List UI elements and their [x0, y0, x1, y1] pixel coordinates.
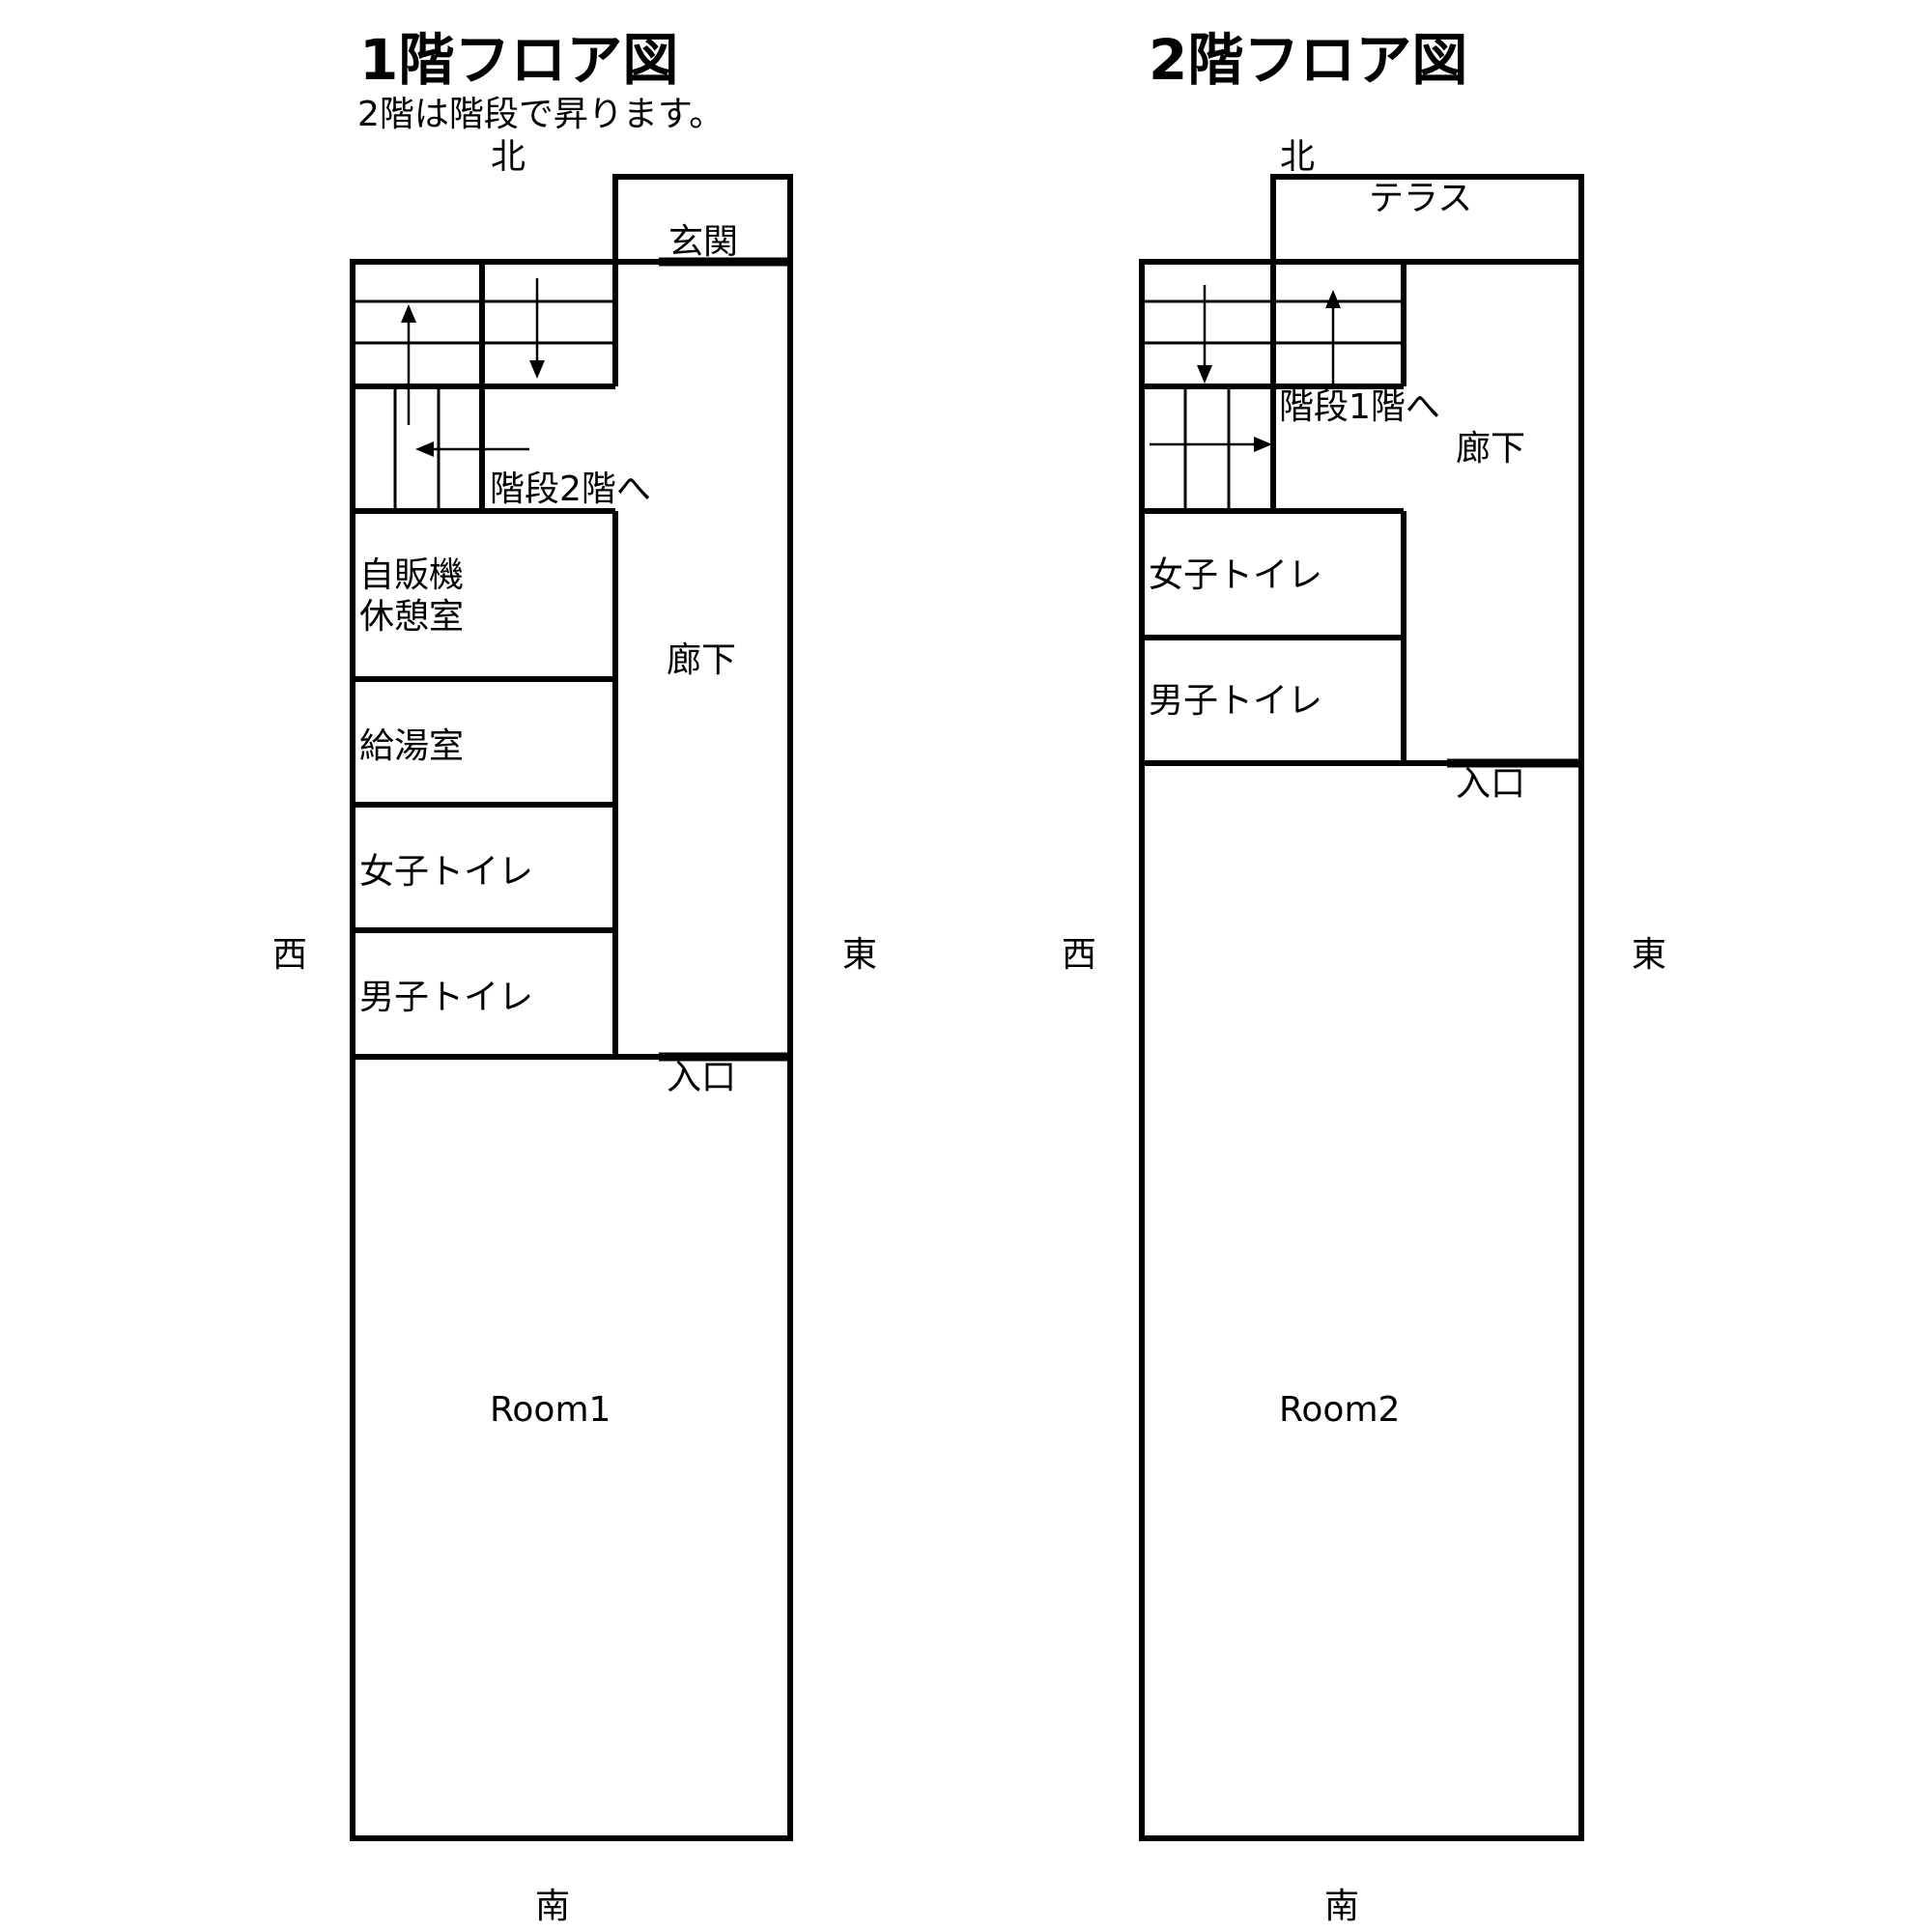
floor2-room-label: Room2 — [1279, 1390, 1400, 1430]
floor2-mens-toilet-label: 男子トイレ — [1149, 681, 1322, 721]
floor1-title: 1階フロア図 — [359, 27, 678, 93]
floor2-stair-treads — [1142, 299, 1404, 511]
floor1-vending-label-1: 自販機 — [359, 555, 464, 595]
floor1-subtitle: 2階は階段で昇ります。 — [357, 95, 724, 134]
floor1-entrance-hall-label: 玄関 — [668, 222, 738, 262]
floor1-stairs-label: 階段2階へ — [490, 469, 651, 509]
floor2-plan: 2階フロア図 北 西 東 南 テラス 階段1階へ — [1062, 27, 1666, 1926]
floor1-womens-toilet-label: 女子トイレ — [359, 852, 533, 892]
floor1-plan: 1階フロア図 2階は階段で昇ります。 北 西 東 南 玄関 — [272, 27, 877, 1926]
floor1-east-label: 東 — [842, 935, 877, 975]
floor1-entrance-label: 入口 — [667, 1058, 736, 1097]
floor2-west-label: 西 — [1062, 935, 1096, 975]
floor2-terrace-label: テラス — [1369, 179, 1472, 218]
floor2-title: 2階フロア図 — [1149, 27, 1467, 93]
floor2-east-label: 東 — [1632, 935, 1666, 975]
floor2-north-label: 北 — [1280, 137, 1315, 177]
floor1-room-label: Room1 — [490, 1390, 611, 1430]
floor1-stair-arrows — [401, 278, 545, 457]
floor2-south-label: 南 — [1324, 1887, 1359, 1926]
floor1-mens-toilet-label: 男子トイレ — [359, 978, 533, 1017]
floor1-south-label: 南 — [535, 1887, 570, 1926]
floor2-womens-toilet-label: 女子トイレ — [1149, 555, 1322, 595]
floor2-entrance-label: 入口 — [1456, 764, 1525, 804]
floor1-west-label: 西 — [272, 935, 307, 975]
floor1-vending-label-2: 休憩室 — [359, 597, 464, 637]
floor1-corridor-label: 廊下 — [667, 640, 736, 680]
floor2-stairs-label: 階段1階へ — [1279, 387, 1440, 427]
floor2-corridor-label: 廊下 — [1456, 429, 1525, 469]
floor1-kitchenette-label: 給湯室 — [359, 726, 464, 766]
floor2-stair-arrows — [1150, 285, 1341, 452]
floor1-north-label: 北 — [491, 137, 526, 177]
